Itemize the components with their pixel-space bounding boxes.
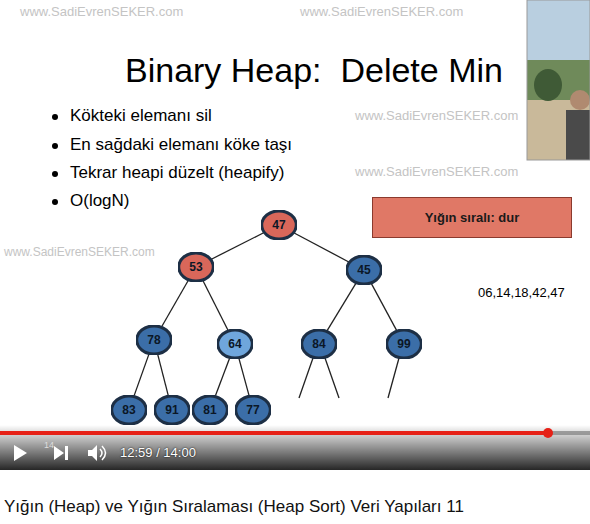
node-value: 91	[165, 403, 178, 418]
bullet-text: Tekrar heapi düzelt (heapify)	[70, 163, 285, 183]
bullet-text: O(logN)	[70, 191, 130, 211]
volume-waves	[100, 446, 106, 460]
heap-node: 45	[346, 255, 382, 285]
tree-edge	[211, 233, 263, 259]
tree-edge	[158, 355, 168, 396]
node-value: 78	[147, 333, 160, 348]
bullet-text: Kökteki elemanı sil	[70, 106, 212, 126]
tree-edge	[371, 284, 396, 331]
tree-edge	[239, 359, 249, 396]
watermark: www.SadiEvrenSEKER.com	[300, 4, 463, 20]
progress-fill	[0, 431, 548, 435]
node-value: 99	[397, 337, 410, 352]
tree-edge	[327, 283, 356, 330]
status-box: Yığın sıralı: dur	[372, 197, 572, 238]
watermark: www.SadiEvrenSEKER.com	[20, 4, 183, 20]
page-ground	[0, 470, 590, 524]
watermark: www.SadiEvrenSEKER.com	[4, 245, 155, 259]
volume-icon	[88, 445, 97, 461]
tree-edge	[215, 358, 229, 395]
tree-edge	[162, 281, 188, 327]
empty-child-lines	[299, 358, 399, 398]
video-time: 12:59 / 14:00	[120, 445, 196, 461]
node-value: 47	[272, 218, 285, 233]
player-bar	[0, 425, 590, 470]
heap-node: 47	[261, 210, 297, 240]
heap-node: 64	[217, 329, 253, 359]
progress-knob	[543, 428, 553, 438]
node-value: 45	[357, 263, 370, 278]
bullet-dots	[52, 114, 58, 205]
webcam-inset	[527, 0, 590, 160]
node-value: 77	[246, 403, 259, 418]
tree-edge	[134, 354, 149, 395]
progress-track	[0, 431, 590, 435]
node-value: 84	[312, 337, 325, 352]
status-text: Yığın sıralı: dur	[425, 210, 520, 225]
node-value: 83	[122, 403, 135, 418]
heap-node: 78	[136, 325, 172, 355]
slide-ground	[0, 0, 590, 470]
tree-edge	[203, 281, 228, 330]
tree-edge	[294, 233, 349, 262]
heap-node: 81	[192, 395, 228, 425]
bullet-text: En sağdaki elemanı köke taşı	[70, 135, 292, 155]
watermark: www.SadiEvrenSEKER.com	[355, 164, 518, 180]
node-value: 64	[228, 337, 241, 352]
node-value: 81	[203, 403, 216, 418]
sorted-output: 06,14,18,42,47	[478, 285, 565, 301]
next-icon	[54, 446, 68, 460]
heap-node: 84	[301, 329, 337, 359]
slide-title: Binary Heap: Delete Min	[125, 50, 503, 90]
watermark: www.SadiEvrenSEKER.com	[355, 108, 518, 124]
heap-node: 53	[178, 252, 214, 282]
heap-node: 83	[111, 395, 147, 425]
heap-node: 91	[154, 395, 190, 425]
heap-node: 99	[386, 329, 422, 359]
node-value: 53	[189, 260, 202, 275]
heap-node: 77	[235, 395, 271, 425]
video-caption: Yığın (Heap) ve Yığın Sıralaması (Heap S…	[4, 496, 464, 518]
next-hint: 14	[44, 440, 54, 451]
play-icon	[14, 445, 27, 461]
